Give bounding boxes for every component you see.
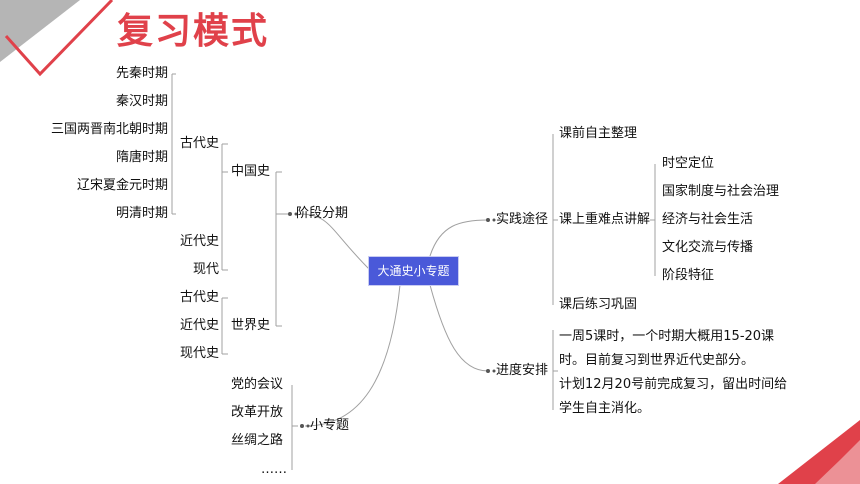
lecture-item: 时空定位 (662, 156, 715, 171)
top-left-red-chevron (4, 0, 114, 77)
stage-node: 阶段分期 (296, 206, 349, 221)
topic-node: 小专题 (310, 418, 350, 433)
topic-item: 改革开放 (231, 405, 284, 420)
china-ancient: 古代史 (180, 136, 220, 151)
ancient-item: 辽宋夏金元时期 (76, 178, 168, 193)
ancient-item: 明清时期 (115, 206, 168, 221)
lecture-item: 经济与社会生活 (662, 212, 754, 227)
top-left-gray-triangle (0, 0, 80, 62)
practice-item: 课前自主整理 (559, 126, 638, 141)
practice-node: 实践途径 (496, 212, 549, 227)
schedule-note: 一周5课时，一个时期大概用15-20课时。目前复习到世界近代史部分。 (559, 329, 775, 368)
topic-item: 党的会议 (231, 377, 284, 392)
page-title: 复习模式 (117, 11, 270, 52)
ancient-item: 隋唐时期 (115, 150, 168, 165)
china-contemporary: 现代 (193, 262, 220, 277)
schedule-note: 计划12月20号前完成复习，留出时间给学生自主消化。 (559, 377, 788, 416)
practice-item: 课后练习巩固 (559, 297, 638, 312)
practice-item: 课上重难点讲解 (559, 212, 651, 227)
china-modern: 近代史 (180, 234, 220, 249)
world-item: 古代史 (180, 290, 220, 305)
world-history: 世界史 (231, 318, 271, 333)
bottom-right-pink-triangle (815, 440, 860, 484)
world-item: 现代史 (180, 346, 220, 361)
topic-item: …… (261, 462, 287, 477)
topic-item: 丝绸之路 (231, 433, 284, 448)
china-history: 中国史 (231, 164, 271, 179)
lecture-item: 阶段特征 (662, 268, 715, 283)
ancient-item: 先秦时期 (115, 66, 168, 81)
schedule-node: 进度安排 (496, 363, 549, 378)
world-item: 近代史 (180, 318, 220, 333)
ancient-item: 三国两晋南北朝时期 (50, 122, 168, 137)
node-dots (288, 212, 496, 428)
lecture-item: 国家制度与社会治理 (662, 184, 780, 199)
lecture-item: 文化交流与传播 (662, 240, 754, 255)
mindmap-connectors (171, 73, 656, 470)
ancient-item: 秦汉时期 (115, 94, 168, 109)
center-node: 大通史小专题 (368, 256, 459, 286)
